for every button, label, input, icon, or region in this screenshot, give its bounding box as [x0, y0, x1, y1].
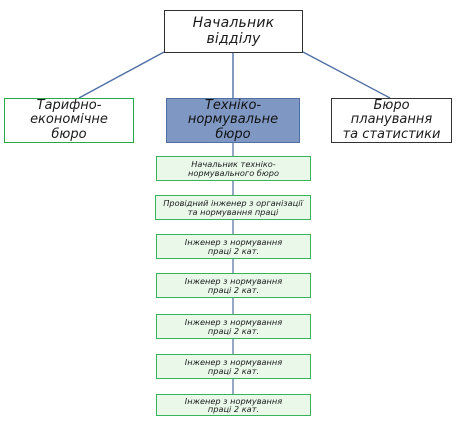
staff-box-5-line-2: праці 2 кат. — [207, 325, 260, 336]
staff-box-5: Інженер з нормування праці 2 кат. — [156, 314, 311, 339]
staff-box-2-text: Провідний інженер з організації та норму… — [163, 199, 303, 216]
technical-normative-bureau-line-1: Техніко-нормувальне — [187, 98, 279, 128]
staff-box-1-line-1: Начальник техніко- — [191, 159, 276, 170]
staff-box-7-text: Інженер з нормування праці 2 кат. — [184, 395, 283, 414]
staff-box-6-text: Інженер з нормування праці 2 кат. — [185, 358, 282, 375]
staff-box-3-text: Інженер з нормування праці 2 кат. — [185, 238, 282, 255]
planning-statistics-bureau-line-1: Бюро планування — [350, 98, 433, 128]
technical-normative-bureau-text: Техніко-нормувальне бюро — [171, 99, 295, 141]
planning-statistics-bureau-text: Бюро планування та статистики — [336, 99, 447, 141]
staff-box-7-line-2: праці 2 кат. — [207, 404, 260, 414]
staff-box-2-line-1: Провідний інженер з організації — [163, 198, 303, 209]
staff-box-1-line-2: нормувального бюро — [188, 167, 279, 178]
staff-box-5-line-1: Інженер з нормування — [184, 317, 283, 328]
staff-box-2-line-2: та нормування праці — [187, 206, 279, 217]
staff-box-3: Інженер з нормування праці 2 кат. — [156, 234, 311, 259]
planning-statistics-bureau-box: Бюро планування та статистики — [331, 98, 452, 143]
staff-box-3-line-2: праці 2 кат. — [207, 245, 260, 256]
staff-box-6: Інженер з нормування праці 2 кат. — [156, 354, 311, 379]
staff-box-1: Начальник техніко- нормувального бюро — [156, 156, 311, 181]
staff-box-4: Інженер з нормування праці 2 кат. — [156, 273, 311, 298]
staff-box-7-line-1: Інженер з нормування — [184, 395, 283, 406]
tariff-economic-bureau-line-2: бюро — [51, 126, 87, 142]
tariff-economic-bureau-text: Тарифно-економічне бюро — [9, 99, 129, 141]
planning-statistics-bureau-line-2: та статистики — [342, 126, 441, 142]
staff-box-4-line-2: праці 2 кат. — [207, 284, 260, 295]
staff-box-5-text: Інженер з нормування праці 2 кат. — [185, 318, 282, 335]
head-of-department-label: Начальник відділу — [192, 15, 275, 47]
staff-box-4-text: Інженер з нормування праці 2 кат. — [185, 277, 282, 294]
staff-box-1-text: Начальник техніко- нормувального бюро — [188, 160, 279, 177]
top-to-left-connector — [78, 51, 165, 99]
technical-normative-bureau-box: Техніко-нормувальне бюро — [166, 98, 300, 143]
staff-box-6-line-2: праці 2 кат. — [207, 365, 260, 376]
staff-box-2: Провідний інженер з організації та норму… — [155, 195, 311, 220]
staff-box-4-line-1: Інженер з нормування — [184, 276, 283, 287]
tariff-economic-bureau-box: Тарифно-економічне бюро — [4, 98, 134, 143]
staff-box-7: Інженер з нормування праці 2 кат. — [156, 394, 311, 416]
technical-normative-bureau-line-2: бюро — [215, 126, 251, 142]
head-of-department-box: Начальник відділу — [164, 10, 303, 53]
tariff-economic-bureau-line-1: Тарифно-економічне — [30, 98, 108, 128]
staff-box-6-line-1: Інженер з нормування — [184, 357, 283, 368]
staff-box-3-line-1: Інженер з нормування — [184, 237, 283, 248]
top-to-right-connector — [302, 51, 391, 99]
